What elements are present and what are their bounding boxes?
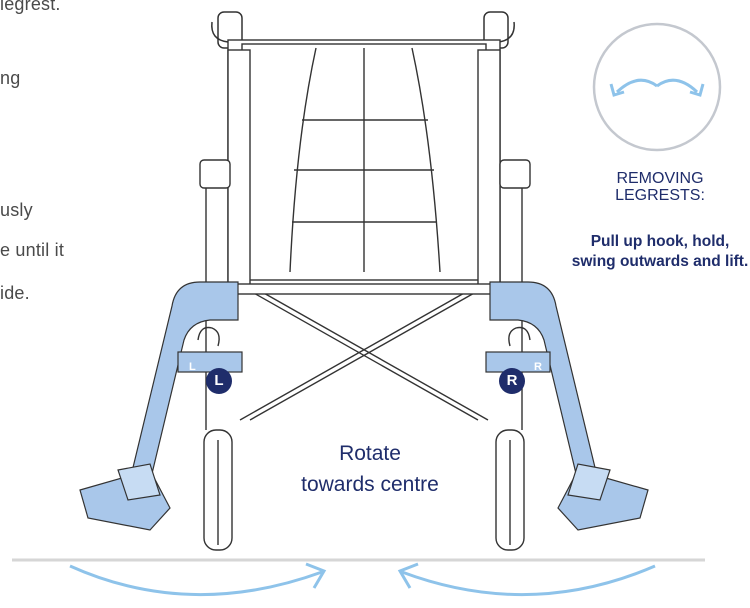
instruction-text-line: ide. bbox=[0, 283, 30, 303]
right-badge: R bbox=[499, 368, 525, 394]
removing-legrests-description: Pull up hook, hold, swing outwards and l… bbox=[571, 233, 749, 270]
front-casters bbox=[203, 429, 525, 551]
left-side-label: L bbox=[189, 361, 196, 373]
instruction-text-line: legrest. bbox=[0, 0, 61, 14]
rotate-arrow-left-icon bbox=[69, 562, 327, 597]
instruction-text-line: usly bbox=[0, 200, 33, 220]
rotate-arrow-right-icon bbox=[397, 562, 656, 597]
swing-outwards-icon bbox=[592, 22, 722, 152]
rotate-label: Rotate towards centre bbox=[301, 442, 439, 496]
push-handles bbox=[211, 11, 515, 49]
instruction-text-line: ng bbox=[0, 68, 21, 88]
legrest-left bbox=[79, 281, 243, 531]
removing-legrests-title: REMOVING LEGRESTS: bbox=[615, 170, 705, 204]
cross-brace bbox=[231, 283, 497, 421]
legrest-right bbox=[485, 281, 649, 531]
right-side-label: R bbox=[534, 361, 542, 373]
backrest bbox=[227, 39, 501, 286]
legrest-hooks bbox=[197, 326, 531, 347]
side-frames bbox=[199, 49, 531, 430]
instruction-text-line: e until it bbox=[0, 240, 65, 260]
left-badge: L bbox=[206, 368, 232, 394]
